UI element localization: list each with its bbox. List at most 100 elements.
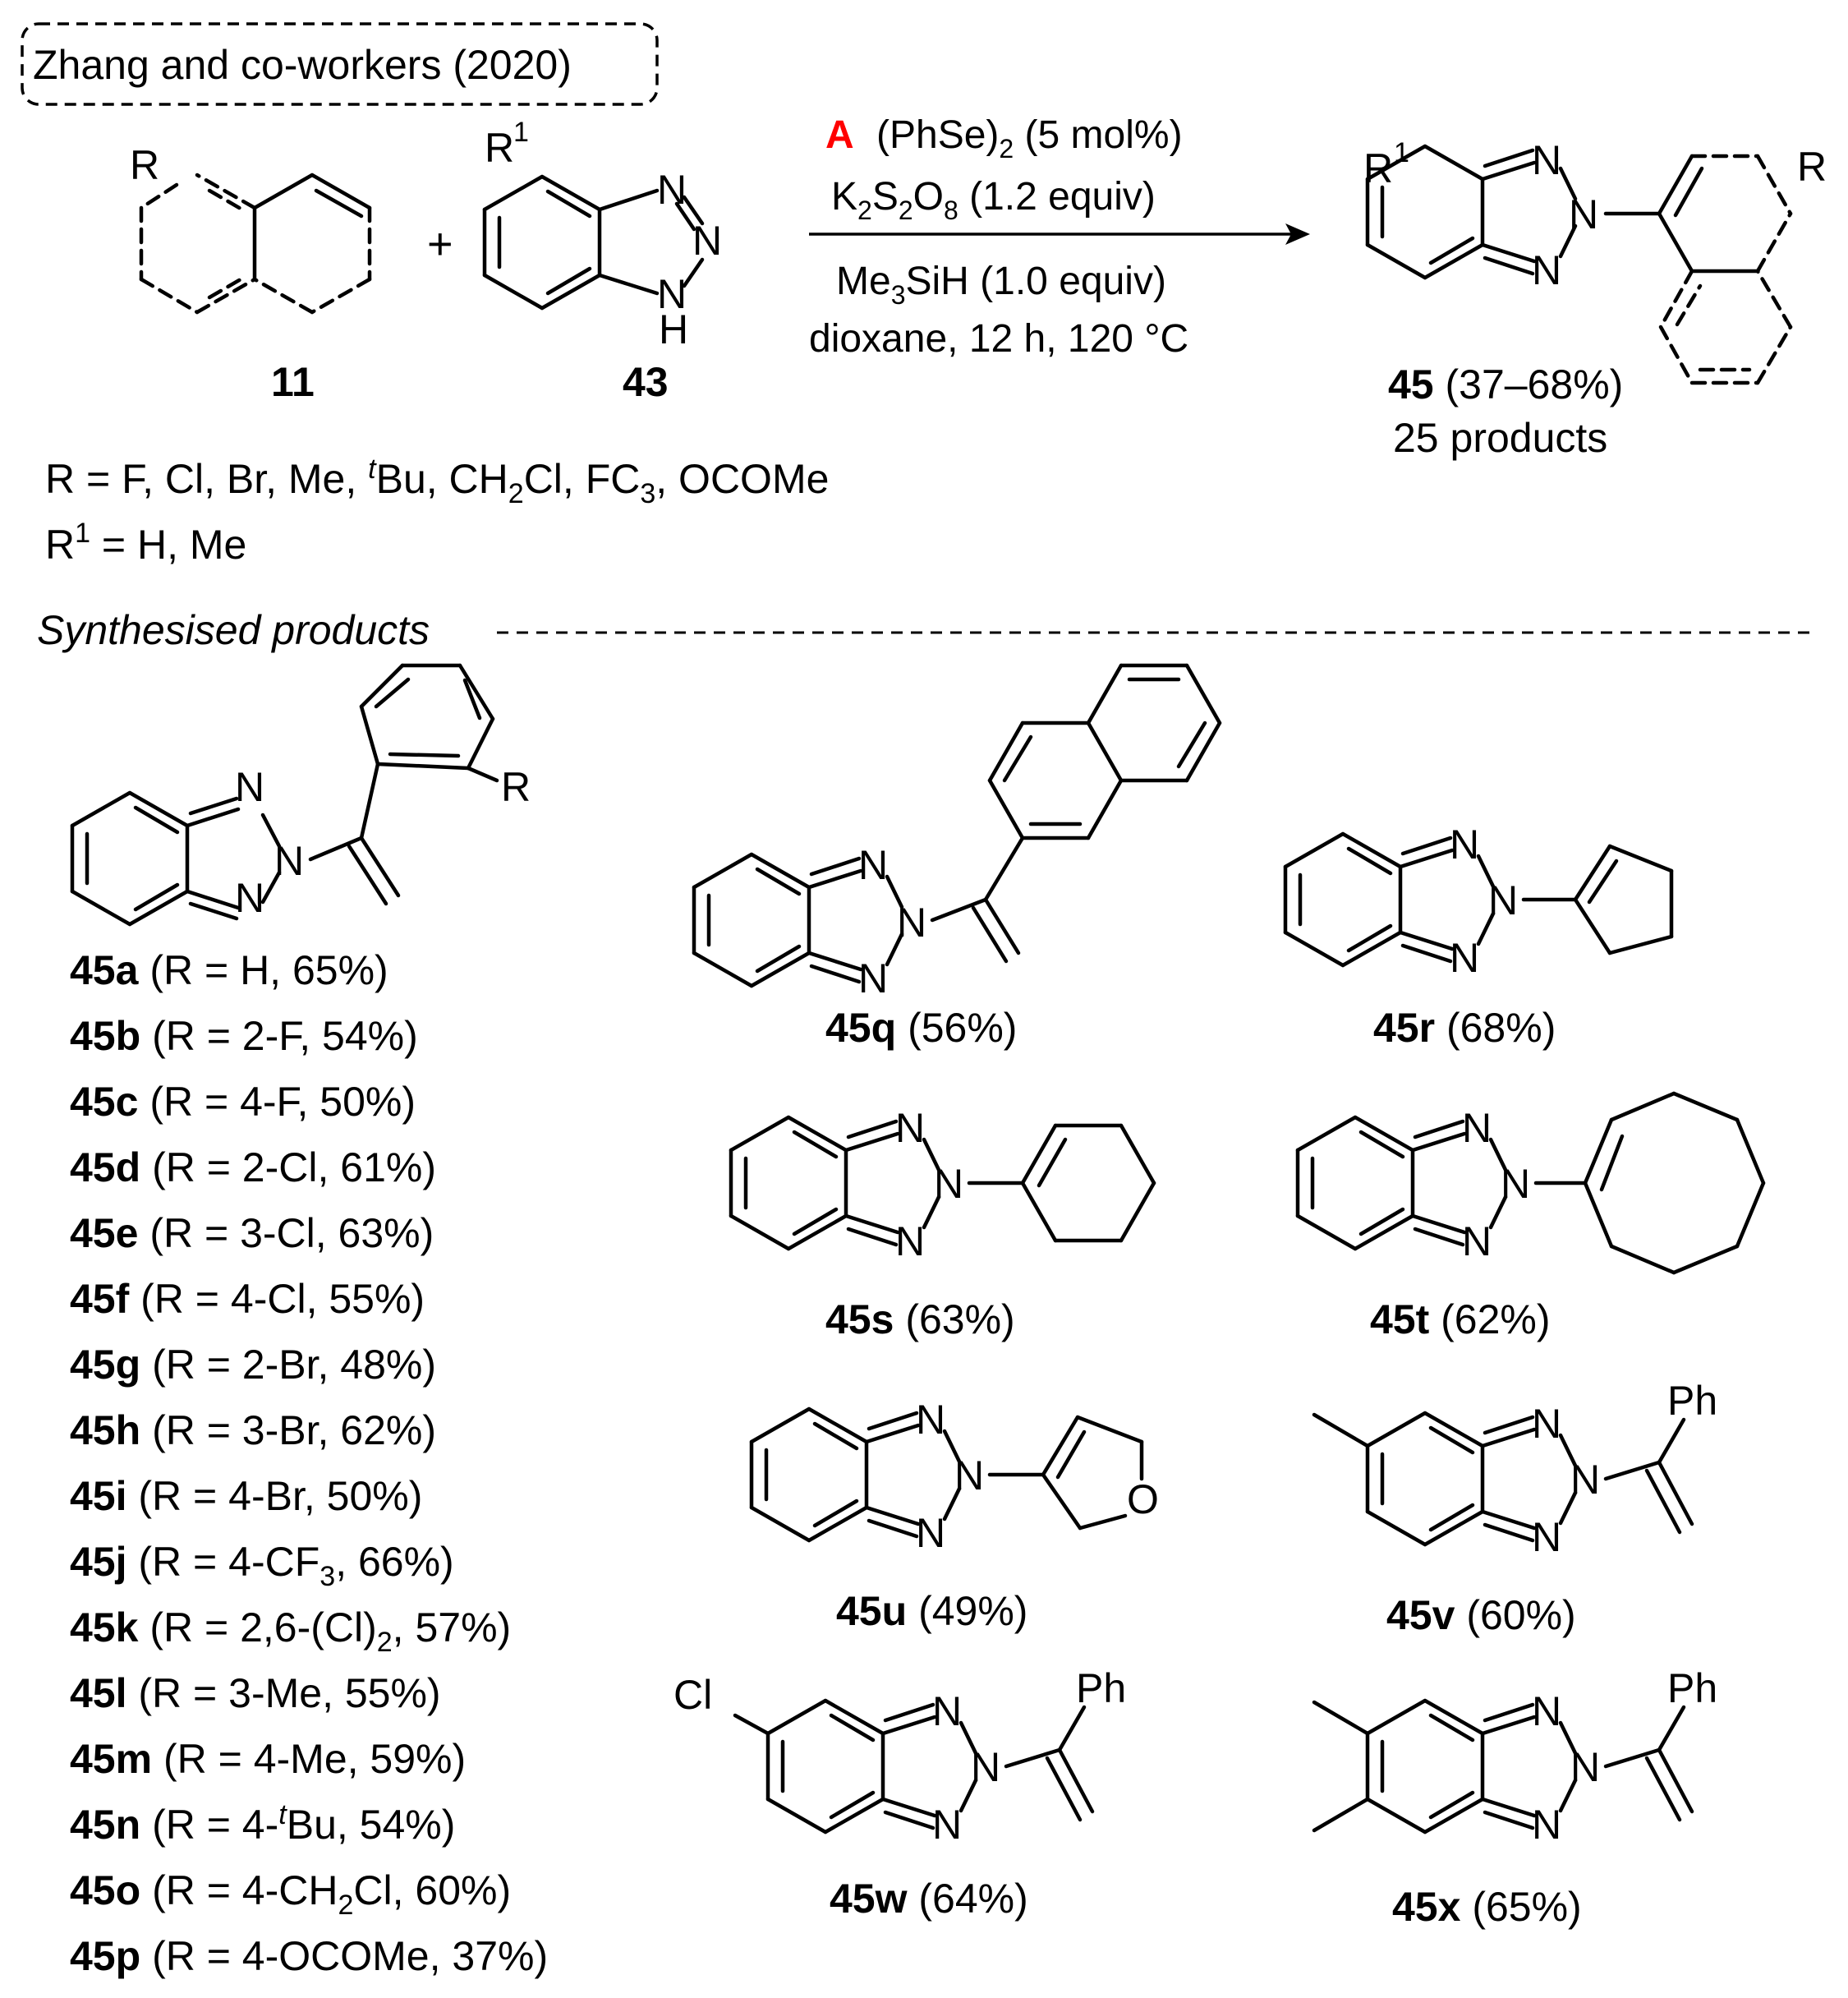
product-45a-p-structure (70, 663, 499, 927)
n3-atom: N (657, 271, 687, 317)
t-n2: N (1501, 1161, 1530, 1207)
svg-text:45h (R = 3-Br, 62%): 45h (R = 3-Br, 62%) (70, 1407, 436, 1453)
product-45w-caption: 45w (64%) (830, 1876, 1028, 1922)
authors-label: Zhang and co-workers (2020) (33, 42, 572, 88)
product-count: 25 products (1393, 415, 1607, 461)
alkene-11-structure (139, 173, 372, 315)
r-product-label: R (1797, 144, 1827, 190)
product-45s-caption: 45s (63%) (825, 1296, 1015, 1342)
v-phenyl: Ph (1667, 1378, 1717, 1424)
product-45u-structure (749, 1406, 1144, 1543)
r1-superscript: 1 (513, 117, 529, 148)
product-n2: N (1569, 191, 1598, 237)
svg-text:45n (R = 4-tBu, 54%): 45n (R = 4-tBu, 54%) (70, 1799, 455, 1848)
product-n1: N (1532, 137, 1561, 183)
q-n1: N (858, 842, 888, 888)
u-n2: N (954, 1452, 984, 1498)
h-atom: H (659, 306, 688, 352)
s-n1: N (895, 1105, 925, 1151)
r1-definition: R1 = H, Me (45, 518, 246, 568)
svg-text:45m (R = 4-Me, 59%): 45m (R = 4-Me, 59%) (70, 1736, 466, 1782)
svg-text:45d (R = 2-Cl, 61%): 45d (R = 2-Cl, 61%) (70, 1144, 436, 1190)
product-45q-structure (692, 663, 1222, 988)
x-n3: N (1532, 1802, 1561, 1848)
product-45w-structure (733, 1698, 1095, 1835)
svg-text:45g (R = 2-Br, 48%): 45g (R = 2-Br, 48%) (70, 1342, 436, 1388)
condition-line-4: dioxane, 12 h, 120 °C (809, 317, 1188, 361)
authors-frame (21, 22, 659, 106)
condition-line-3: Me3SiH (1.0 equiv) (836, 260, 1166, 310)
core-n1: N (235, 764, 264, 810)
product-45x-caption: 45x (65%) (1392, 1884, 1582, 1930)
w-n2: N (971, 1744, 1000, 1790)
svg-text:45j (R = 4-CF3, 66%): 45j (R = 4-CF3, 66%) (70, 1539, 454, 1592)
svg-text:45f (R = 4-Cl, 55%): 45f (R = 4-Cl, 55%) (70, 1276, 425, 1322)
w-phenyl: Ph (1076, 1665, 1126, 1711)
q-n2: N (897, 900, 926, 946)
product-45s-structure (729, 1115, 1156, 1251)
series-45-list: 45a (R = H, 65%) 45b (R = 2-F, 54%) 45c … (70, 947, 548, 1979)
w-n1: N (932, 1688, 962, 1734)
condition-line-2: K2S2O8 (1.2 equiv) (831, 175, 1156, 225)
svg-text:45a (R = H, 65%): 45a (R = H, 65%) (70, 947, 388, 993)
core-r-label: R (501, 764, 531, 810)
u-n1: N (916, 1397, 945, 1443)
product-45r-structure (1283, 831, 1674, 968)
r1-label: R (485, 125, 514, 171)
product-45q-caption: 45q (56%) (825, 1005, 1017, 1051)
r1-product-label: R (1363, 145, 1393, 191)
svg-text:45k (R = 2,6-(Cl)2, 57%): 45k (R = 2,6-(Cl)2, 57%) (70, 1604, 511, 1658)
w-chloro: Cl (673, 1672, 712, 1718)
section-title: Synthesised products (37, 607, 430, 653)
svg-text:45o (R = 4-CH2Cl, 60%): 45o (R = 4-CH2Cl, 60%) (70, 1867, 511, 1921)
product-45x-structure (1312, 1698, 1694, 1835)
t-n3: N (1462, 1218, 1492, 1264)
svg-text:45p (R = 4-OCOMe, 37%): 45p (R = 4-OCOMe, 37%) (70, 1933, 548, 1979)
condition-line-1: A (PhSe)2 (5 mol%) (825, 113, 1183, 163)
product-45t-caption: 45t (62%) (1370, 1296, 1551, 1342)
r1-product-superscript: 1 (1394, 137, 1409, 168)
product-45r-caption: 45r (68%) (1373, 1005, 1556, 1051)
benzotriazole-43-structure (482, 174, 705, 311)
product-45v-caption: 45v (60%) (1386, 1592, 1576, 1638)
product-45u-caption: 45u (49%) (836, 1588, 1027, 1634)
v-n2: N (1570, 1457, 1600, 1503)
r-substituent-label: R (130, 142, 159, 188)
x-phenyl: Ph (1667, 1665, 1717, 1711)
compound-11-label: 11 (271, 359, 315, 405)
svg-text:45b (R = 2-F, 54%): 45b (R = 2-F, 54%) (70, 1013, 418, 1059)
x-n2: N (1570, 1744, 1600, 1790)
r-n2: N (1488, 877, 1518, 923)
u-n3: N (916, 1510, 945, 1556)
r-n3: N (1450, 935, 1479, 981)
svg-text:45c (R = 4-F, 50%): 45c (R = 4-F, 50%) (70, 1079, 416, 1125)
x-n1: N (1532, 1688, 1561, 1734)
svg-text:45l (R = 3-Me, 55%): 45l (R = 3-Me, 55%) (70, 1670, 441, 1716)
product-45-structure (1365, 144, 1793, 385)
s-n3: N (895, 1218, 925, 1264)
r-definition: R = F, Cl, Br, Me, tBu, CH2Cl, FC3, OCOM… (45, 453, 829, 509)
w-n3: N (932, 1802, 962, 1848)
t-n1: N (1462, 1105, 1492, 1151)
core-n3: N (235, 875, 264, 921)
q-n3: N (858, 955, 888, 1001)
v-n1: N (1532, 1401, 1561, 1447)
catalyst-label-a: A (825, 113, 854, 157)
s-n2: N (934, 1161, 963, 1207)
product-45v-structure (1312, 1411, 1694, 1547)
n2-atom: N (692, 218, 722, 264)
product-45-caption: 45 (37–68%) (1388, 361, 1623, 407)
core-n2: N (274, 838, 304, 884)
svg-text:45i (R = 4-Br, 50%): 45i (R = 4-Br, 50%) (70, 1473, 422, 1519)
plus-sign: + (427, 219, 453, 269)
u-oxygen: O (1127, 1476, 1159, 1522)
product-n3: N (1532, 247, 1561, 293)
svg-text:45e (R = 3-Cl, 63%): 45e (R = 3-Cl, 63%) (70, 1210, 434, 1256)
n1-atom: N (657, 167, 687, 213)
compound-43-label: 43 (623, 359, 669, 405)
product-45t-structure (1295, 1091, 1766, 1275)
r-n1: N (1450, 822, 1479, 868)
v-n3: N (1532, 1514, 1561, 1560)
